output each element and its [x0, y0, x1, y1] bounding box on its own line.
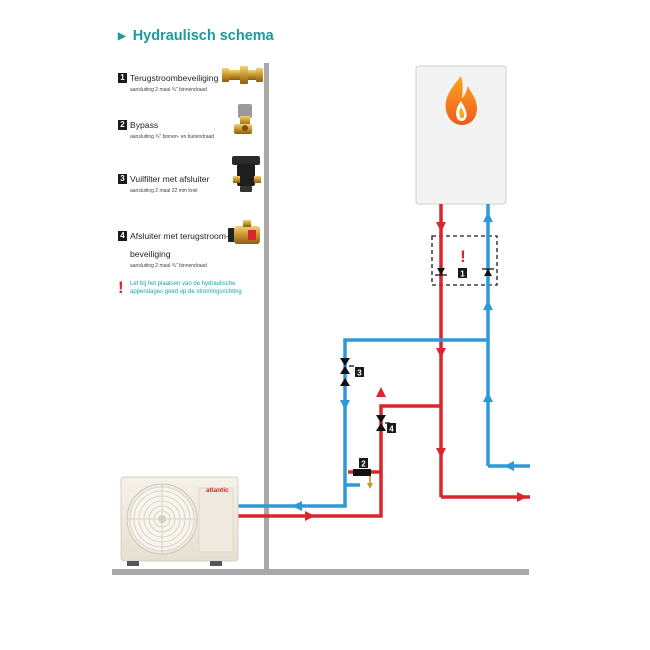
- legend-number: 2: [118, 120, 127, 130]
- legend-number: 3: [118, 174, 127, 184]
- bypass-photo: [234, 104, 252, 134]
- outdoor-heat-pump-unit: atlantic: [120, 476, 239, 566]
- legend-subtext: aansluiting 2 maal ¾" binnendraad: [130, 263, 207, 269]
- legend-name-continued: beveiliging: [130, 249, 171, 259]
- check-valve-hot: [435, 268, 447, 276]
- title-text: Hydraulisch schema: [132, 28, 274, 44]
- legend-number: 4: [118, 231, 127, 241]
- valve-backflow-photo: [228, 220, 260, 244]
- flow-arrows: [292, 212, 527, 521]
- label-box-4: [387, 423, 396, 433]
- hot-pipe: [232, 204, 530, 518]
- play-triangle-icon: ▶: [118, 31, 126, 42]
- page-title: ▶ Hydraulisch schema: [118, 28, 274, 44]
- label-box-3: [355, 367, 364, 377]
- legend-name: Afsluiter met terugstroom-: [130, 231, 229, 241]
- flame-icon: [445, 76, 477, 125]
- brand-logo-text: atlantic: [206, 487, 229, 494]
- backflow-zone-box: [431, 235, 498, 286]
- bypass-valve: [353, 469, 373, 489]
- dirt-filter-photo: [232, 156, 261, 192]
- boiler-unit: [415, 65, 507, 205]
- floor-line: [112, 569, 529, 575]
- check-valve-cold: [482, 268, 494, 276]
- warning-exclamation-icon: !: [118, 278, 124, 297]
- component-label-3: 3: [357, 369, 362, 378]
- legend-name: Vuilfilter met afsluiter: [130, 174, 210, 184]
- legend-subtext: aansluiting 2 maal 22 mm knel: [130, 188, 198, 194]
- legend-number: 1: [118, 73, 127, 83]
- label-box-1: [458, 268, 467, 278]
- legend-name: Terugstroombeveiliging: [130, 73, 219, 83]
- label-box-2: [359, 458, 368, 468]
- boiler-warning-icon: !: [460, 247, 466, 266]
- dirt-filter-valve: [340, 358, 354, 386]
- legend-name: Bypass: [130, 120, 159, 130]
- component-label-1: 1: [460, 270, 465, 279]
- component-label-4: 4: [389, 425, 394, 434]
- wall-vertical: [264, 63, 269, 575]
- legend-subtext: aansluiting 2 maal ¾" binnendraad: [130, 87, 207, 93]
- backflow-preventer-photo: [222, 66, 263, 84]
- warning-text: Let bij het plaatsen van de hydraulische…: [130, 281, 242, 295]
- legend-subtext: aansluiting ¾" binnen- en buitendraad: [130, 134, 215, 140]
- component-label-2: 2: [361, 460, 366, 469]
- flow-direction-warning: ! Let bij het plaatsen van de hydraulisc…: [118, 278, 268, 297]
